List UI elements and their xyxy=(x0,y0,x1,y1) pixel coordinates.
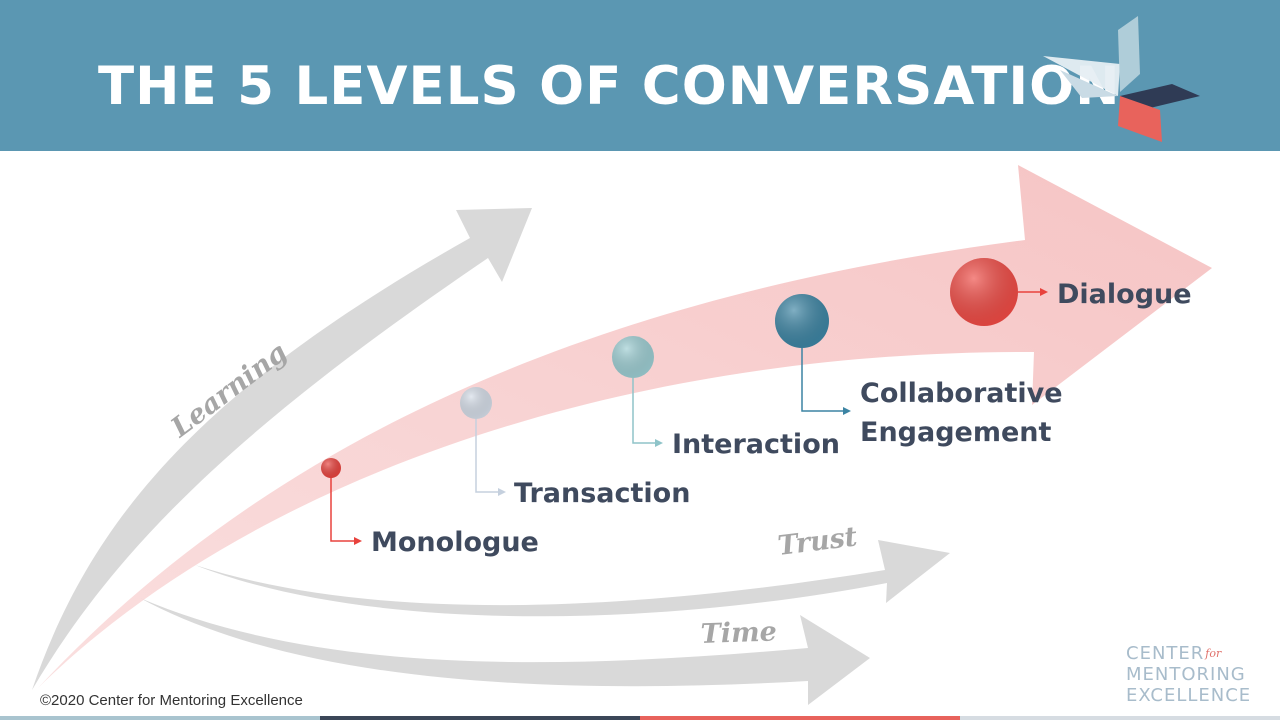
logo-line-center: CENTER xyxy=(1126,643,1205,664)
logo-line-excellence: EXCELLENCE xyxy=(1126,685,1252,706)
connector-line xyxy=(801,348,845,412)
level-collaborative-engagement: Collaborative Engagement xyxy=(775,294,1063,448)
connector-line xyxy=(632,378,657,444)
connector-arrowhead xyxy=(354,537,362,545)
connector-arrowhead xyxy=(655,439,663,447)
learning-arrow xyxy=(32,208,532,690)
axis-label-time: Time xyxy=(700,616,777,650)
organization-logo: CENTERfor MENTORING EXCELLENCE xyxy=(1126,643,1251,706)
page-title: THE 5 LEVELS OF CONVERSATION xyxy=(98,56,1121,117)
level-transaction: Transaction xyxy=(460,387,690,509)
main-arrow xyxy=(38,165,1212,688)
time-arrow xyxy=(140,598,870,705)
level-interaction: Interaction xyxy=(612,336,840,460)
logo-mark xyxy=(1043,16,1200,142)
level-label: Interaction xyxy=(672,429,840,460)
footer-stripe-light-blue xyxy=(0,716,320,720)
footer-stripe-coral xyxy=(640,716,960,720)
connector-line xyxy=(475,418,500,493)
level-label: Monologue xyxy=(371,527,539,558)
footer-stripe-navy xyxy=(320,716,640,720)
level-dialogue: Dialogue xyxy=(950,258,1192,326)
connector-line xyxy=(330,477,356,542)
level-label: Collaborative xyxy=(860,378,1063,409)
level-label: Dialogue xyxy=(1057,279,1192,310)
level-label: Transaction xyxy=(514,478,690,509)
logo-line-mentoring: MENTORING xyxy=(1126,664,1246,685)
connector-arrowhead xyxy=(1040,288,1048,296)
level-monologue: Monologue xyxy=(321,458,539,558)
logo-for: for xyxy=(1205,647,1222,660)
level-label-line2: Engagement xyxy=(860,417,1052,448)
trust-arrow xyxy=(195,540,950,617)
connector-arrowhead xyxy=(843,407,851,415)
connector-arrowhead xyxy=(498,488,506,496)
copyright-text: ©2020 Center for Mentoring Excellence xyxy=(40,692,303,709)
axis-label-trust: Trust xyxy=(776,521,859,562)
footer-stripe-gray xyxy=(960,716,1280,720)
